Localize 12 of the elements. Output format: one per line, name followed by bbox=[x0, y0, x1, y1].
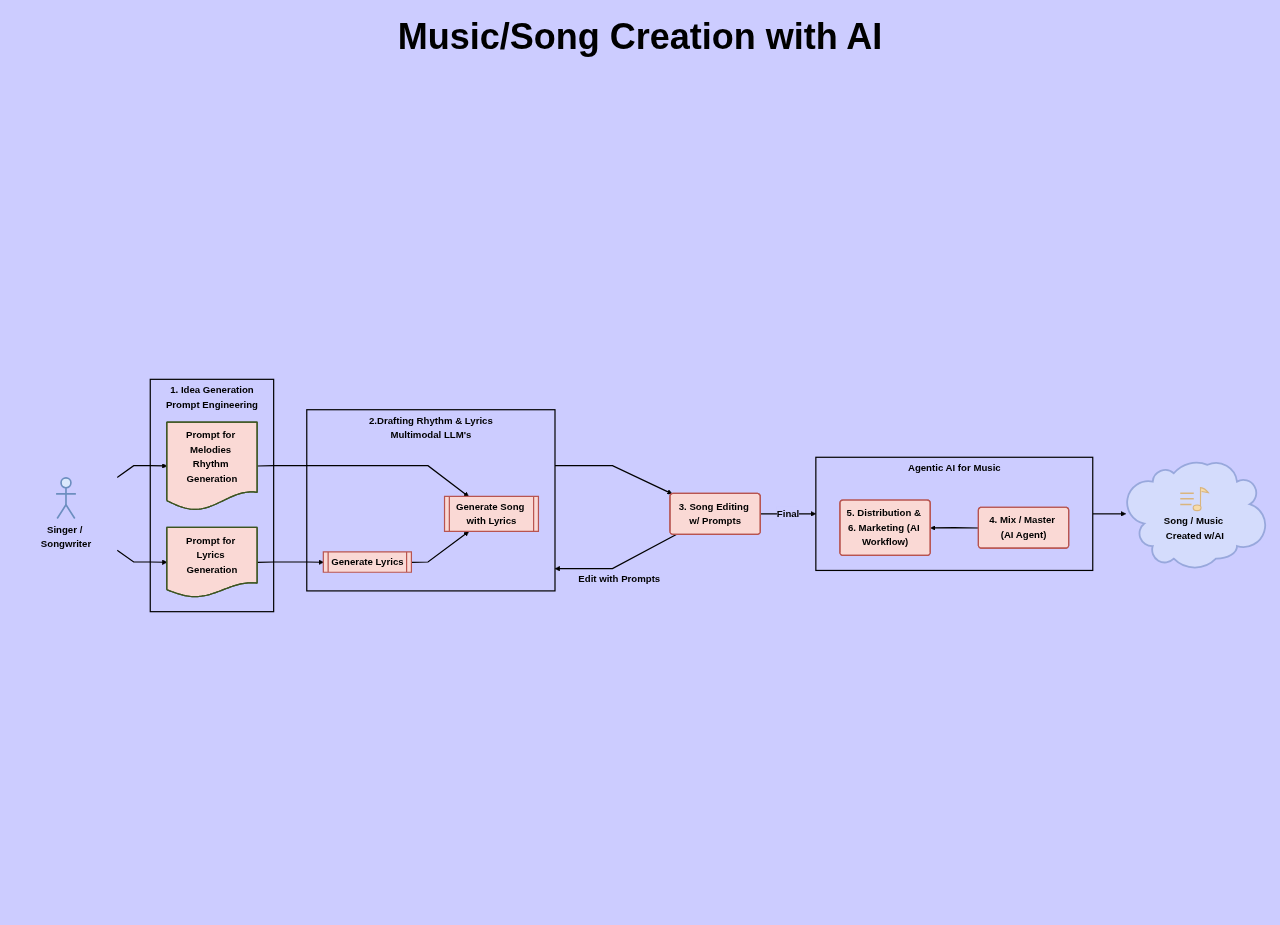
diagram-title: Music/Song Creation with AI bbox=[397, 16, 883, 58]
arrow bbox=[256, 465, 469, 497]
node-text: Singer / Songwriter bbox=[40, 524, 92, 550]
edge-label: Final bbox=[776, 508, 800, 519]
arrow bbox=[554, 465, 673, 495]
edge-label: Edit with Prompts bbox=[578, 573, 661, 584]
arrow bbox=[116, 463, 168, 479]
arrow bbox=[411, 531, 469, 563]
arrow bbox=[1092, 511, 1127, 517]
arrow bbox=[554, 533, 678, 572]
arrow bbox=[256, 559, 324, 565]
arrow bbox=[116, 549, 168, 565]
